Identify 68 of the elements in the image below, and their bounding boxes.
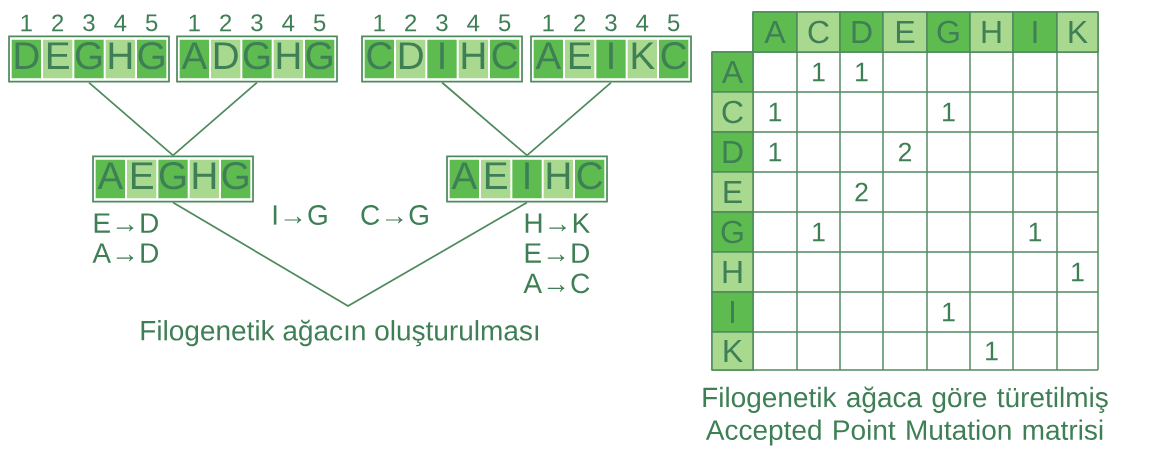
tree-line	[526, 81, 612, 157]
position-number: 2	[52, 14, 64, 32]
position-number: 2	[220, 14, 232, 32]
tree-line	[441, 81, 528, 157]
header-cell: E	[882, 11, 928, 53]
mutation-label: A→C	[523, 273, 590, 294]
header-cell: H	[969, 11, 1014, 53]
position-number: 5	[313, 14, 326, 32]
caption: Filogenetik ağacın oluşturulması	[141, 319, 539, 347]
header-cell: K	[711, 331, 754, 371]
position-number: 1	[374, 14, 385, 32]
tree-line	[172, 81, 258, 157]
position-number: 5	[498, 14, 511, 32]
table-cell: 2	[855, 182, 868, 202]
position-number: 2	[574, 14, 586, 32]
sequence-box: C D I H C	[361, 35, 523, 83]
table-cell: 1	[813, 222, 825, 242]
sequence-box: D E G H G	[8, 35, 170, 83]
table-cell: 1	[986, 341, 998, 361]
caption: Filogenetik ağaca göre türetilmiş Accepted Point Mutation matrisi	[703, 386, 1108, 446]
table-cell: 1	[1029, 222, 1042, 242]
table-cell: 1	[943, 102, 955, 122]
table-cell: 1	[813, 62, 825, 82]
sequence-box: A E G H G	[92, 155, 254, 203]
position-number: 3	[251, 14, 263, 32]
sequence-box: A E I H C	[446, 155, 608, 203]
header-cell: I	[711, 291, 754, 333]
position-number: 1	[189, 14, 200, 32]
header-cell: A	[752, 11, 798, 53]
header-cell: K	[1056, 11, 1099, 53]
header-cell: A	[711, 51, 754, 93]
table-cell: 1	[769, 102, 782, 122]
sequence-box: A DG H G	[176, 35, 338, 83]
table-cell: 2	[898, 142, 912, 162]
mutation-label: C→G	[358, 203, 432, 227]
header-cell: D	[711, 131, 754, 173]
position-number: 5	[145, 14, 158, 32]
sequence-box: A E I K C	[530, 35, 692, 83]
position-number: 3	[605, 14, 617, 32]
header-cell: E	[711, 171, 754, 213]
tree-line	[172, 201, 528, 307]
header-cell: I	[1012, 11, 1058, 53]
position-number: 2	[405, 14, 417, 32]
position-number: 3	[436, 14, 448, 32]
header-cell: G	[711, 211, 754, 253]
mutation-label: E→D	[94, 213, 158, 233]
position-number: 4	[282, 14, 295, 32]
table-cell: 1	[1072, 262, 1084, 282]
header-cell: C	[796, 11, 841, 53]
table-cell: 1	[769, 142, 782, 162]
header-cell: C	[711, 91, 754, 133]
position-number: 1	[21, 14, 32, 32]
position-number: 3	[83, 14, 95, 32]
position-number: 4	[114, 14, 127, 32]
position-number: 4	[467, 14, 480, 32]
mutation-label: H→K	[525, 213, 590, 233]
position-number: 4	[636, 14, 649, 32]
header-cell: H	[711, 251, 754, 293]
mutation-label: A→D	[92, 243, 158, 263]
mutation-label: E→D	[525, 243, 589, 263]
mutation-label: I→G	[269, 203, 331, 227]
header-cell: D	[839, 11, 884, 53]
position-number: 5	[667, 14, 680, 32]
tree-line	[88, 81, 174, 157]
table-cell: 1	[943, 302, 955, 322]
table-cell: 1	[856, 62, 868, 82]
header-cell: G	[926, 11, 971, 53]
position-number: 1	[543, 14, 554, 32]
